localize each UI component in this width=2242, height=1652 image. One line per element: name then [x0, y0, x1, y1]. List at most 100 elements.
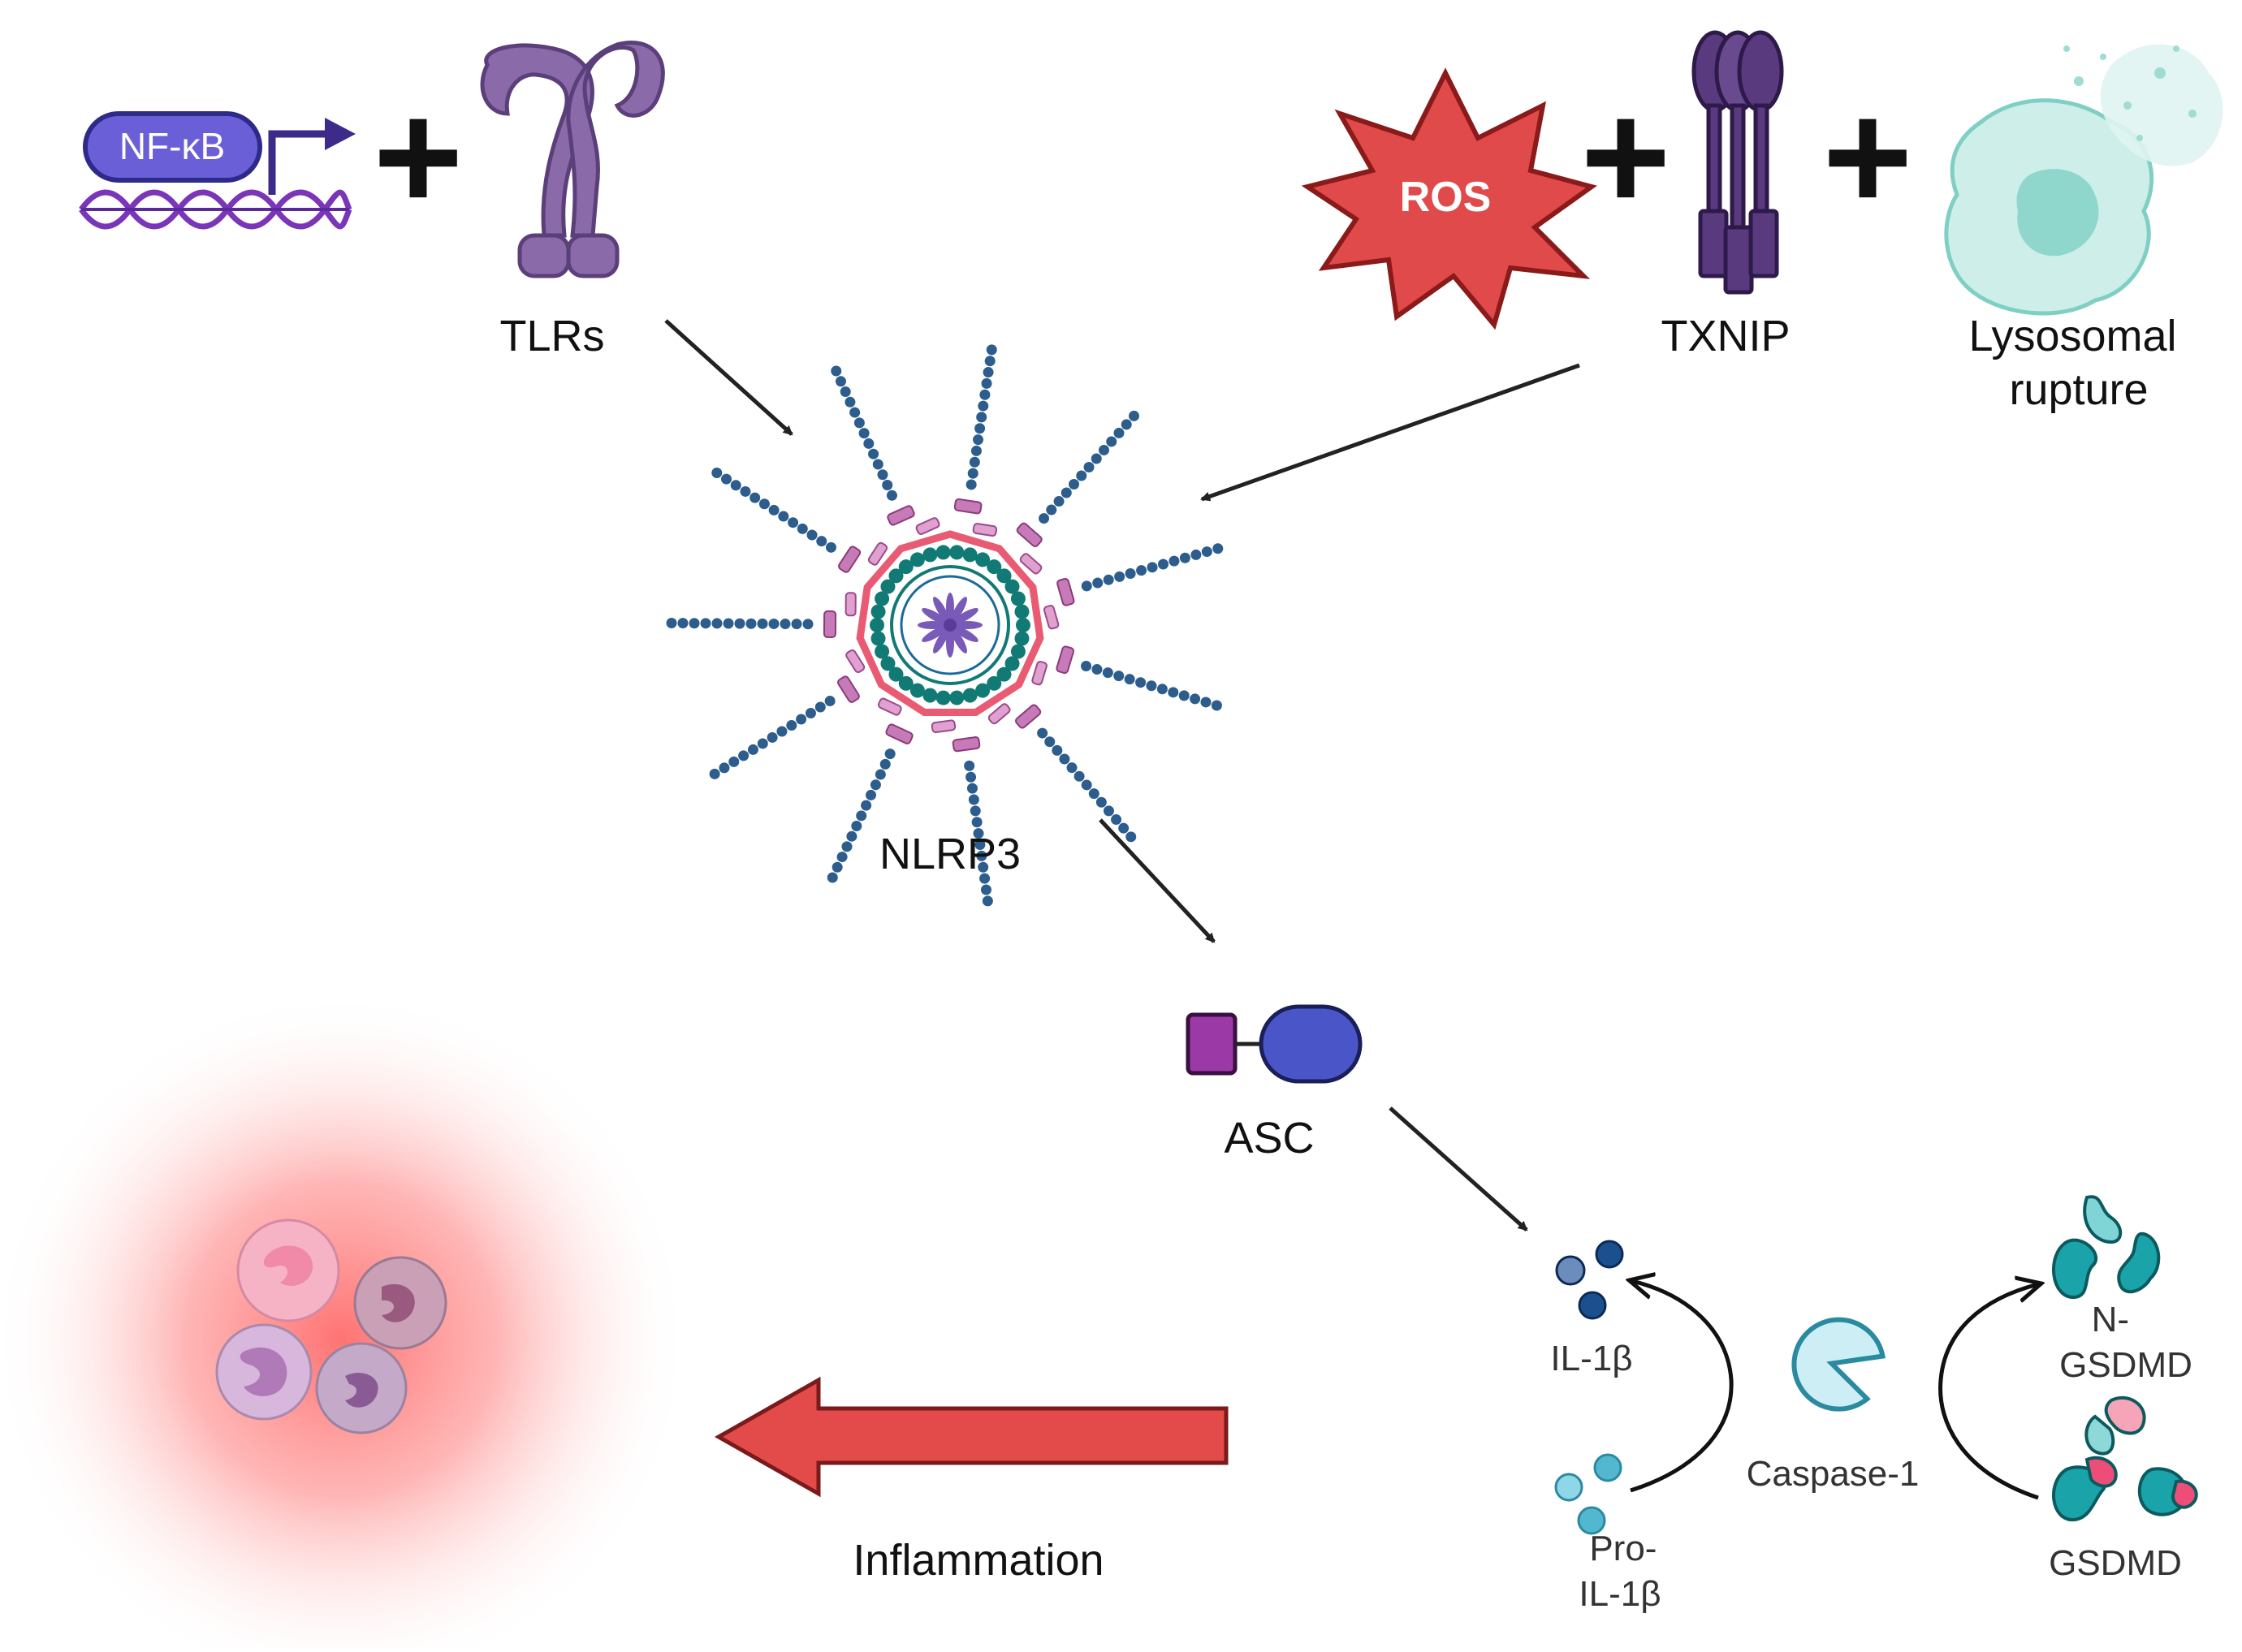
nlrp3-bead: [851, 821, 862, 832]
nlrp3-bead: [734, 618, 745, 629]
nlrp3-pyd: [935, 690, 951, 705]
nlrp3-bead: [861, 800, 872, 811]
nlrp3-bead: [1178, 690, 1190, 701]
nlrp3-bead: [1146, 680, 1157, 692]
nlrp3-pyd: [922, 547, 938, 563]
n-gsdmd-icon: [2052, 1195, 2161, 1300]
nlrp3-pyd: [975, 552, 991, 567]
nlrp3-bead: [730, 480, 741, 491]
nlrp3-bead: [1092, 577, 1104, 589]
nlrp3-bead: [1212, 543, 1224, 554]
nlrp3-bead: [967, 468, 978, 479]
nlrp3-inner-ring: [900, 575, 1000, 675]
nlrp3-bead: [1136, 565, 1147, 576]
il1b-molecules-icon: [1555, 1240, 1624, 1320]
nlrp3-lrr: [877, 697, 902, 716]
nlrp3-bead: [1066, 762, 1078, 774]
nlrp3-bead: [709, 768, 720, 779]
arrow-pro-il1b-to-il1b: [1631, 1281, 1734, 1493]
nlrp3-bead: [965, 771, 977, 783]
nlrp3-bead: [677, 618, 689, 629]
nlrp3-bead: [1081, 661, 1092, 672]
nlrp3-pyd: [870, 618, 884, 632]
nlrp3-petal: [933, 628, 949, 653]
nlrp3-pyd: [1014, 631, 1030, 646]
nlrp3-nacht: [885, 723, 914, 744]
nlrp3-bead: [1125, 831, 1137, 843]
ros-burst-icon: [1301, 67, 1597, 330]
nlrp3-bead: [1046, 504, 1057, 515]
nlrp3-bead: [853, 417, 865, 429]
nlrp3-pyd: [875, 644, 890, 659]
nlrp3-bead: [841, 841, 853, 852]
nlrp3-bead: [978, 861, 989, 873]
nlrp3-bead: [872, 459, 883, 470]
nlrp3-bead: [827, 872, 838, 883]
nlrp3-pyd: [1004, 579, 1020, 594]
nlrp3-bead: [1113, 427, 1125, 438]
nlrp3-pyd: [898, 675, 914, 691]
nlrp3-petal: [951, 597, 967, 623]
nlrp3-bead: [786, 719, 797, 731]
nlrp3-bead: [1081, 580, 1092, 592]
nlrp3-bead: [806, 529, 818, 541]
nlrp3-bead: [825, 541, 836, 553]
pro-il1b-line-2: IL-1β: [1579, 1574, 1661, 1614]
nlrp3-bead: [719, 762, 730, 774]
nlrp3-bead: [1169, 555, 1180, 567]
nlrp3-bead: [1091, 453, 1102, 464]
nlrp3-bead: [836, 852, 848, 863]
nlrp3-bead: [1157, 559, 1169, 570]
nlrp3-bead: [1118, 822, 1130, 834]
nlrp3-bead: [1135, 677, 1147, 688]
nlrp3-bead: [1128, 410, 1139, 421]
inflammation-label: Inflammation: [853, 1536, 1104, 1585]
nlrp3-bead: [1111, 814, 1122, 826]
nlrp3-bead: [768, 504, 780, 515]
nlrp3-bead: [965, 479, 977, 490]
nlrp3-bead: [757, 618, 768, 629]
nlrp3-bead: [875, 769, 886, 780]
nlrp3-bead: [863, 438, 875, 449]
nlrp3-bead: [1156, 684, 1168, 695]
n-gsdmd-line-1: N-: [2092, 1300, 2129, 1339]
nlrp3-bead: [721, 473, 732, 485]
inflammation-arrow-icon: [714, 1376, 1229, 1498]
nlrp3-bead: [711, 618, 723, 629]
nlrp3-bead: [1113, 671, 1125, 682]
nlrp3-pyd: [987, 675, 1002, 691]
nlrp3-lrr: [845, 592, 857, 617]
nlrp3-pyd: [949, 545, 965, 560]
nlrp3-bead: [1039, 513, 1050, 524]
nlrp3-pyd: [870, 631, 886, 646]
n-gsdmd-label: N- GSDMD: [2059, 1300, 2192, 1385]
tlr-receptor-icon: [480, 41, 665, 278]
nlrp3-bead: [689, 618, 700, 629]
nlrp3-bead: [1059, 753, 1070, 765]
nlrp3-pyd: [880, 579, 896, 594]
caspase1-label: Caspase-1: [1747, 1454, 1920, 1494]
nlrp3-bead: [976, 412, 987, 423]
nlrp3-bead: [791, 619, 802, 630]
nlrp3-pyd: [987, 559, 1002, 575]
pro-il1b-line-1: Pro-: [1589, 1529, 1657, 1568]
nlrp3-bead: [980, 884, 991, 895]
nlrp3-lrr: [972, 523, 998, 537]
nlrp3-pyd: [875, 591, 890, 606]
nlrp3-bead: [973, 828, 984, 839]
nlrp3-bead: [1069, 479, 1080, 490]
nlrp3-bead: [1190, 693, 1201, 705]
nlrp3-bead: [745, 618, 757, 629]
nlrp3-bead: [1088, 788, 1099, 800]
nlrp3-pyd: [880, 656, 896, 671]
nlrp3-bead: [971, 817, 983, 828]
nlrp3-bead: [778, 511, 789, 522]
nlrp3-bead: [877, 469, 888, 481]
nlrp3-bead: [846, 830, 857, 842]
nlrp3-inflammasome-icon: [666, 344, 1224, 907]
nlrp3-pyd: [996, 666, 1012, 682]
nlrp3-center: [944, 619, 957, 632]
nlrp3-bead: [870, 779, 881, 791]
nlrp3-pyd: [1010, 591, 1026, 606]
